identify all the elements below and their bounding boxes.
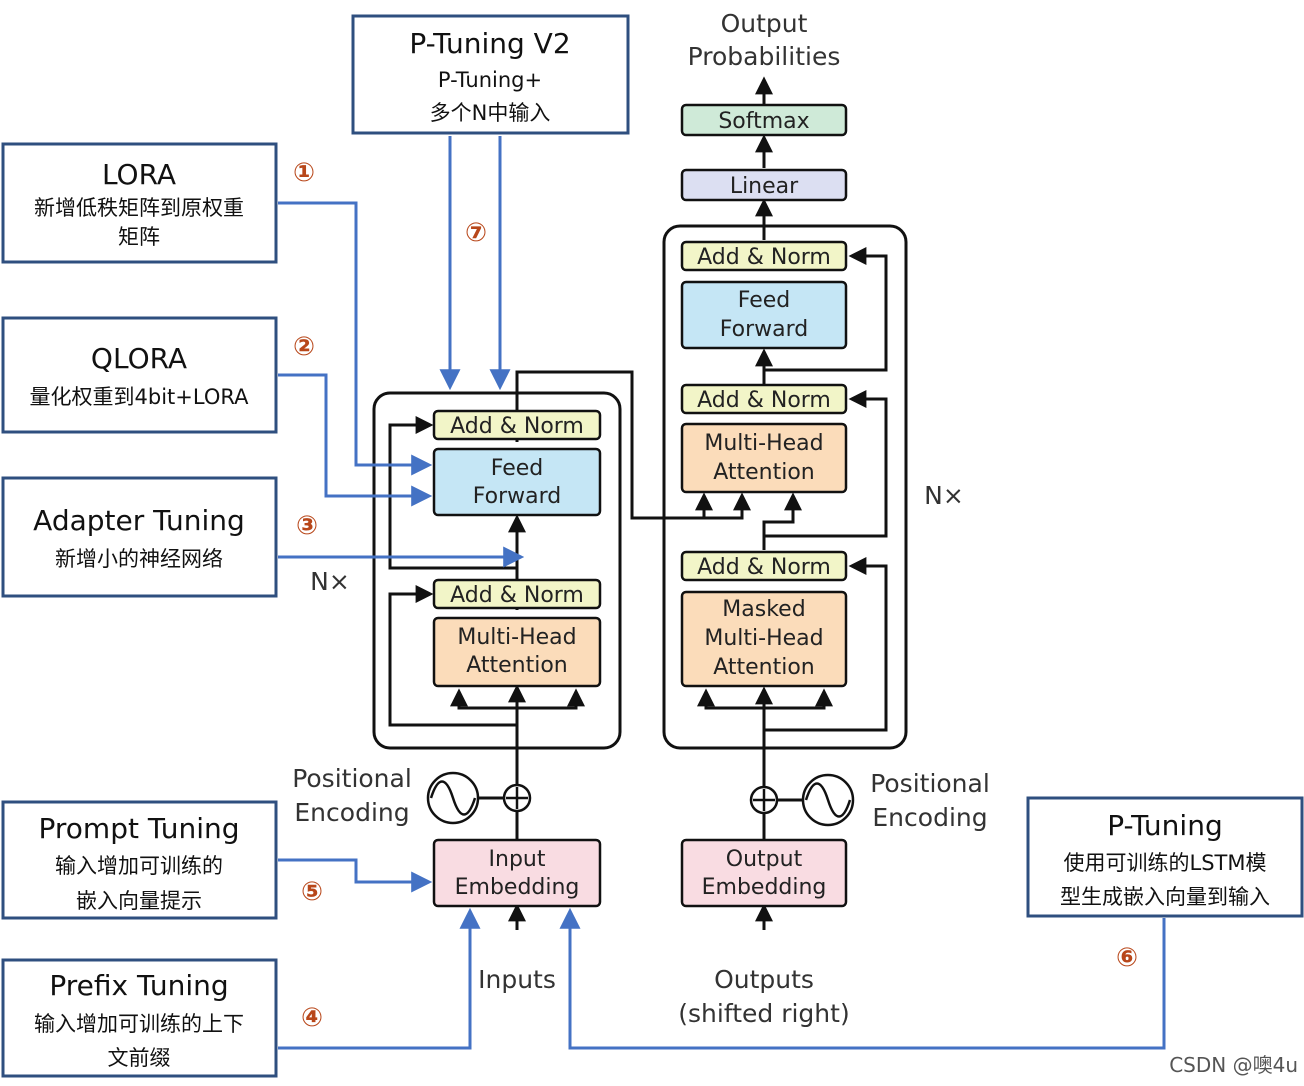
linear-block: Linear	[680, 168, 848, 202]
svg-text:Attention: Attention	[466, 653, 568, 678]
svg-text:新增低秩矩阵到原权重: 新增低秩矩阵到原权重	[34, 196, 244, 220]
outputs-shifted-label: (shifted right)	[678, 999, 849, 1028]
marker-7: ⑦	[465, 218, 487, 248]
p-tuning-v2-box: P-Tuning V2 P-Tuning+ 多个N中输入	[351, 14, 630, 135]
svg-text:LORA: LORA	[102, 158, 176, 191]
svg-text:Embedding: Embedding	[702, 875, 827, 900]
output-probabilities-label-2: Probabilities	[688, 42, 841, 71]
prompt-tuning-box: Prompt Tuning 输入增加可训练的 嵌入向量提示	[1, 800, 278, 920]
marker-2: ②	[293, 332, 315, 362]
svg-text:Softmax: Softmax	[718, 109, 809, 134]
svg-text:Forward: Forward	[720, 317, 808, 342]
svg-text:嵌入向量提示: 嵌入向量提示	[76, 889, 202, 913]
encoder-frame	[372, 391, 622, 750]
svg-text:使用可训练的LSTM模: 使用可训练的LSTM模	[1064, 851, 1267, 875]
svg-text:Add & Norm: Add & Norm	[697, 388, 831, 413]
output-probabilities-label-1: Output	[721, 9, 808, 38]
marker-6: ⑥	[1116, 943, 1138, 973]
svg-text:Input: Input	[489, 847, 546, 872]
svg-text:型生成嵌入向量到输入: 型生成嵌入向量到输入	[1060, 885, 1270, 909]
svg-text:P-Tuning V2: P-Tuning V2	[409, 27, 570, 60]
svg-text:Attention: Attention	[713, 460, 815, 485]
svg-text:矩阵: 矩阵	[118, 225, 160, 249]
svg-text:Masked: Masked	[722, 597, 805, 622]
adapter-tuning-box: Adapter Tuning 新增小的神经网络	[1, 476, 278, 598]
svg-text:输入增加可训练的: 输入增加可训练的	[55, 854, 223, 878]
decoder-positional-encoding-label-2: Encoding	[872, 803, 987, 832]
marker-3: ③	[296, 511, 318, 541]
encoder-nx-label: N×	[310, 567, 350, 596]
softmax-block: Softmax	[680, 103, 848, 137]
encoder-add-norm-bottom: Add & Norm	[432, 578, 602, 610]
svg-text:文前缀: 文前缀	[108, 1046, 171, 1070]
svg-text:P-Tuning: P-Tuning	[1107, 809, 1222, 842]
svg-text:Feed: Feed	[738, 288, 791, 313]
svg-text:Add & Norm: Add & Norm	[697, 245, 831, 270]
svg-text:Add & Norm: Add & Norm	[450, 414, 584, 439]
svg-text:新增小的神经网络: 新增小的神经网络	[55, 547, 223, 571]
svg-text:Adapter Tuning: Adapter Tuning	[33, 504, 245, 537]
encoder-multi-head-attention: Multi-Head Attention	[432, 616, 602, 688]
decoder-add-norm-bottom: Add & Norm	[680, 550, 848, 582]
svg-text:Add & Norm: Add & Norm	[450, 583, 584, 608]
marker-1: ①	[293, 158, 315, 188]
inputs-label: Inputs	[478, 965, 556, 994]
svg-text:多个N中输入: 多个N中输入	[430, 101, 551, 125]
svg-text:量化权重到4bit+LORA: 量化权重到4bit+LORA	[30, 385, 250, 409]
encoder-positional-sine-icon	[426, 771, 480, 825]
decoder-masked-multi-head-attention: Masked Multi-Head Attention	[680, 590, 848, 688]
svg-text:Prompt Tuning: Prompt Tuning	[39, 812, 240, 845]
svg-text:Attention: Attention	[713, 655, 815, 680]
svg-text:QLORA: QLORA	[91, 342, 187, 375]
decoder-multi-head-attention: Multi-Head Attention	[680, 422, 848, 494]
svg-text:Embedding: Embedding	[455, 875, 580, 900]
prefix-tuning-box: Prefix Tuning 输入增加可训练的上下 文前缀	[1, 958, 278, 1078]
p-tuning-box: P-Tuning 使用可训练的LSTM模 型生成嵌入向量到输入	[1026, 796, 1304, 918]
input-embedding: Input Embedding	[432, 838, 602, 908]
svg-text:Linear: Linear	[730, 174, 799, 199]
encoder-positional-encoding-label-1: Positional	[292, 764, 412, 793]
svg-text:输入增加可训练的上下: 输入增加可训练的上下	[34, 1012, 244, 1036]
svg-text:Output: Output	[726, 847, 803, 872]
qlora-box: QLORA 量化权重到4bit+LORA	[1, 316, 278, 434]
lora-box: LORA 新增低秩矩阵到原权重 矩阵	[1, 142, 278, 264]
encoder-feed-forward: Feed Forward	[432, 447, 602, 517]
marker-5: ⑤	[301, 877, 323, 907]
outputs-label: Outputs	[714, 965, 814, 994]
encoder-add-norm-top: Add & Norm	[432, 409, 602, 441]
svg-text:Prefix Tuning: Prefix Tuning	[49, 969, 228, 1002]
svg-text:Multi-Head: Multi-Head	[457, 625, 576, 650]
svg-text:P-Tuning+: P-Tuning+	[438, 68, 542, 92]
encoder-positional-encoding-label-2: Encoding	[294, 798, 409, 827]
decoder-add-circle-icon	[749, 785, 779, 815]
output-embedding: Output Embedding	[680, 838, 848, 908]
svg-text:Feed: Feed	[491, 456, 544, 481]
encoder-add-circle-icon	[502, 783, 532, 813]
decoder-feed-forward: Feed Forward	[680, 280, 848, 350]
svg-text:Multi-Head: Multi-Head	[704, 431, 823, 456]
svg-text:Add & Norm: Add & Norm	[697, 555, 831, 580]
svg-text:Multi-Head: Multi-Head	[704, 626, 823, 651]
marker-4: ④	[301, 1003, 323, 1033]
svg-text:Forward: Forward	[473, 484, 561, 509]
decoder-frame	[662, 224, 908, 750]
watermark: CSDN @噢4u	[1169, 1053, 1298, 1077]
decoder-positional-encoding-label-1: Positional	[870, 769, 990, 798]
decoder-add-norm-top: Add & Norm	[680, 240, 848, 272]
decoder-nx-label: N×	[924, 481, 964, 510]
decoder-add-norm-middle: Add & Norm	[680, 383, 848, 415]
decoder-positional-sine-icon	[801, 773, 855, 827]
